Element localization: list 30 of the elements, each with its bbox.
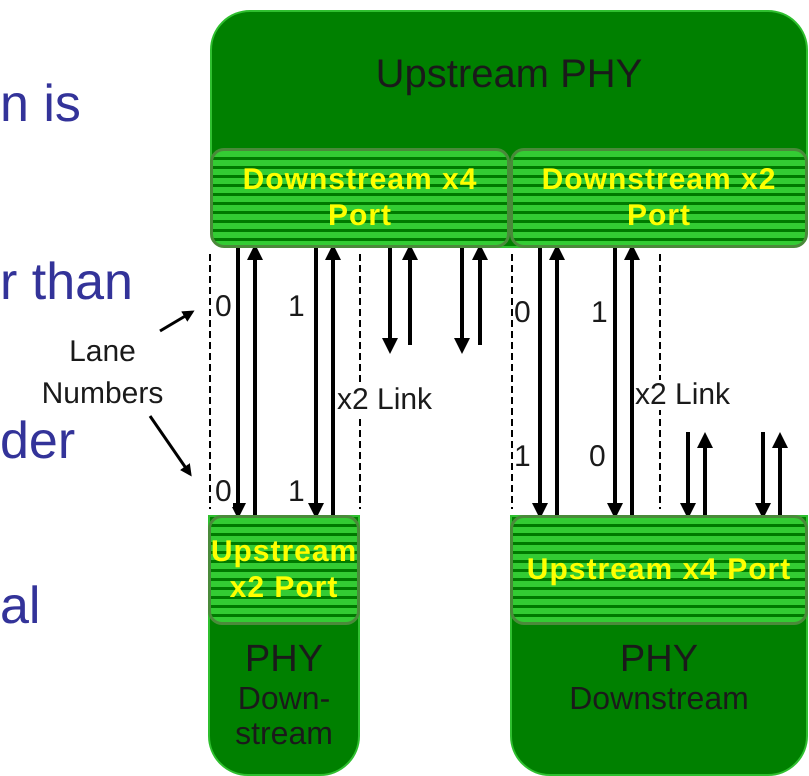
phy-block — [510, 515, 808, 776]
lane-arrow — [382, 248, 398, 354]
lane-label: x2 Link — [634, 380, 732, 410]
block-title: PHY — [620, 639, 698, 681]
lane-label: 0 — [214, 477, 233, 507]
slide-text-fragment: r than — [0, 256, 133, 308]
lane-arrow — [697, 432, 713, 515]
slide-text-fragment: der — [0, 415, 76, 467]
slide-text-fragment: n is — [0, 78, 81, 130]
port-band — [208, 515, 360, 625]
lane-arrow — [454, 248, 470, 354]
lane-arrow — [772, 432, 788, 515]
port-label: Downstream x4 Port — [242, 162, 478, 234]
port-band — [510, 515, 808, 625]
slide-text-fragment: al — [0, 580, 40, 632]
port-label: Upstream x4 Port — [526, 552, 792, 588]
block-subtitle: Down- stream — [234, 680, 334, 752]
lane-label: x2 Link — [336, 385, 434, 415]
block-title: PHY — [244, 639, 324, 681]
port-label: Upstream x2 Port — [210, 534, 358, 606]
leader-arrow — [159, 310, 195, 332]
leader-arrow — [148, 415, 192, 476]
port-band — [510, 148, 808, 248]
block-title: Upstream PHY — [376, 52, 642, 97]
phy-block — [210, 10, 808, 248]
block-subtitle: Downstream — [569, 680, 749, 716]
port-label: Downstream x2 Port — [540, 162, 778, 234]
phy-block — [208, 515, 360, 776]
port-band — [210, 148, 510, 248]
callout-label: Lane Numbers — [15, 330, 190, 416]
